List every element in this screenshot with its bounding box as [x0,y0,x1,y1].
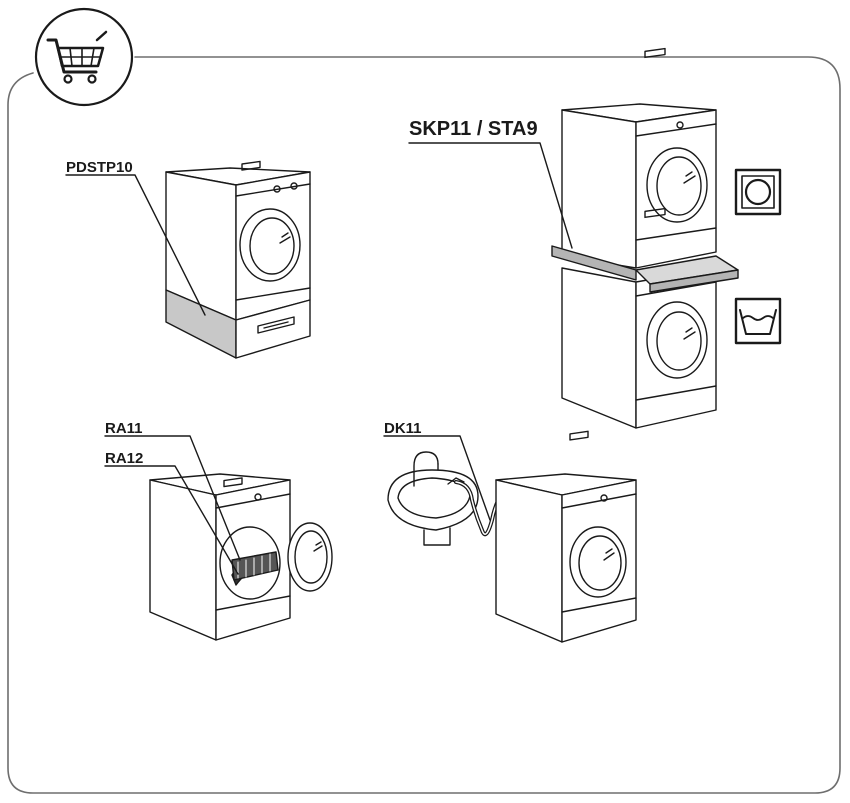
stacking-kit-leader [408,142,573,249]
shopping-cart-icon [34,7,134,107]
stacking-kit-label: SKP11 / STA9 [409,118,538,140]
rack-leader-2 [104,465,239,575]
rack-label-2: RA12 [105,450,144,467]
dryer-with-rack-illustration [149,473,333,641]
rack-leader-1 [104,435,241,561]
drain-kit-illustration [387,430,637,643]
pedestal-leader [65,174,206,316]
frame-border [7,56,841,794]
drain-kit-leader [383,435,491,521]
washing-machine-symbol-icon [734,297,782,345]
tumble-dryer-symbol-icon [734,168,782,216]
stacked-machines-illustration [551,47,739,429]
drain-kit-label: DK11 [384,420,422,437]
stacking-frame-shape [551,245,637,281]
dryer-on-pedestal-illustration [165,160,311,359]
rack-label-1: RA11 [105,420,143,437]
pedestal-label: PDSTP10 [66,159,133,176]
